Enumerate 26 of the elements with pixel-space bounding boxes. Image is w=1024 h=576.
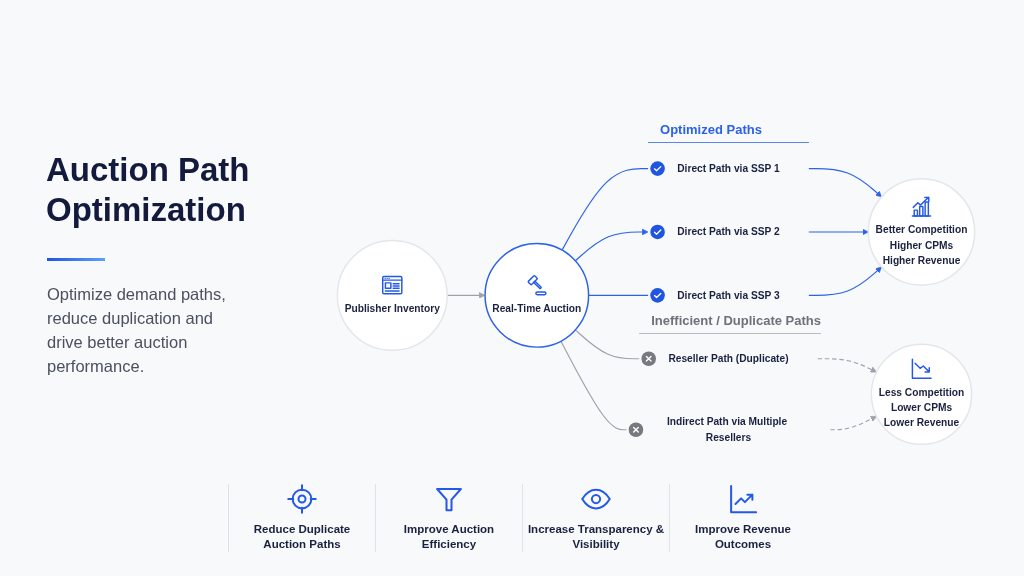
connector xyxy=(574,329,640,360)
title: Auction Path Optimization xyxy=(46,150,251,230)
arrow xyxy=(808,168,882,198)
feature-label: Increase Transparency & Visibility xyxy=(527,522,665,552)
description-text: Optimize demand paths, reduce duplication and drive better auction performance. xyxy=(47,284,227,377)
node-text: Direct Path via SSP 1 xyxy=(677,162,780,175)
arrow xyxy=(808,228,869,236)
section-heading: Inefficient / Duplicate Paths xyxy=(639,312,821,334)
section-heading: Optimized Paths xyxy=(648,122,809,144)
node-circle: Less Competition Lower CPMs Lower Revenue xyxy=(870,343,973,446)
arrow xyxy=(817,358,877,373)
arrow xyxy=(574,228,649,262)
connector xyxy=(560,340,628,431)
feature-label: Reduce Duplicate Auction Paths xyxy=(252,522,352,552)
feature-label: Improve Auction Efficiency xyxy=(402,522,496,552)
node-circle: Publisher Inventory xyxy=(336,239,448,351)
node-text: Direct Path via SSP 3 xyxy=(677,289,780,301)
node-circle: Better Competition Higher CPMs Higher Revenue xyxy=(867,178,976,286)
node-text: Direct Path via SSP 2 xyxy=(677,225,780,238)
node-circle: Real-Time Auction xyxy=(484,242,590,348)
arrow xyxy=(829,416,877,431)
node-text: Indirect Path via Multiple Resellers xyxy=(666,415,788,443)
feature-label: Improve Revenue Outcomes xyxy=(694,522,792,552)
connector xyxy=(561,168,649,251)
arrow xyxy=(808,266,882,296)
node-text: Reseller Path (Duplicate) xyxy=(668,352,789,365)
